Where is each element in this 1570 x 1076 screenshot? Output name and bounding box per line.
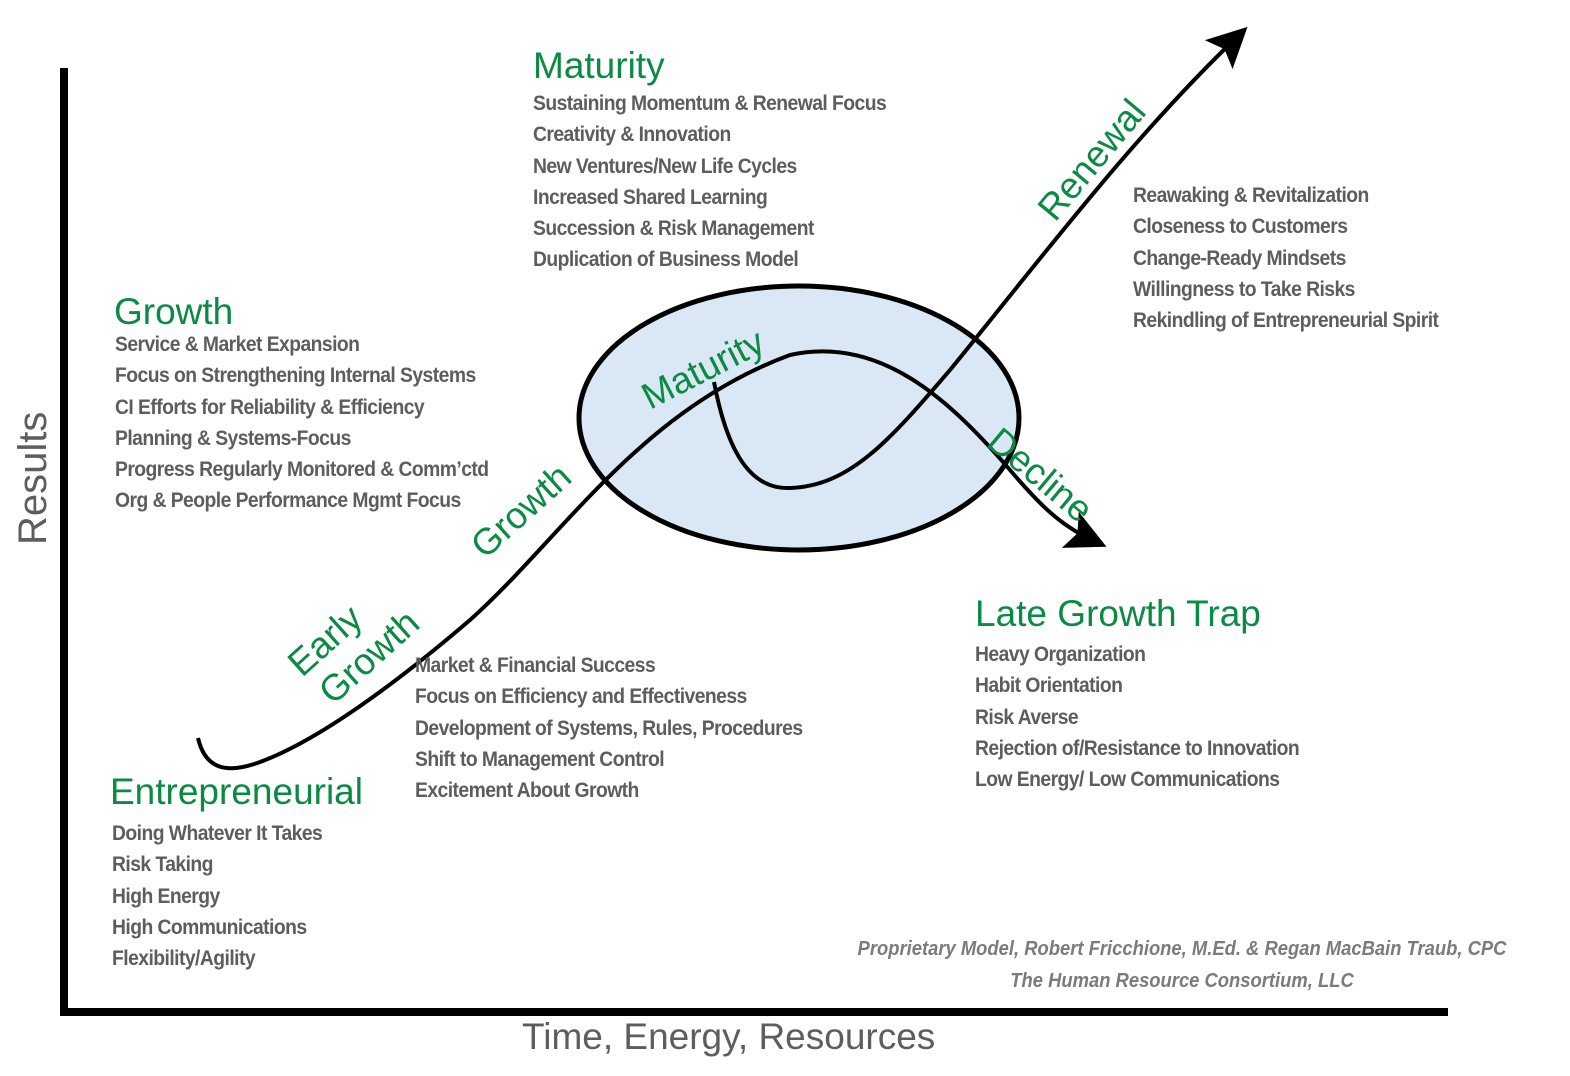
- credit-line-1: Proprietary Model, Robert Fricchione, M.…: [857, 938, 1507, 960]
- list-item: Org & People Performance Mgmt Focus: [115, 489, 461, 513]
- credit-line-2: The Human Resource Consortium, LLC: [1010, 970, 1354, 992]
- list-item: Succession & Risk Management: [533, 217, 814, 241]
- x-axis-label: Time, Energy, Resources: [522, 1016, 936, 1057]
- list-item: Doing Whatever It Takes: [112, 822, 323, 845]
- list-item: Willingness to Take Risks: [1133, 277, 1355, 301]
- list-item: Excitement About Growth: [415, 779, 639, 803]
- list-item: Habit Orientation: [975, 674, 1123, 698]
- list-item: New Ventures/New Life Cycles: [533, 154, 797, 178]
- list-item: CI Efforts for Reliability & Efficiency: [115, 395, 425, 419]
- list-item: Risk Taking: [112, 853, 213, 877]
- list-item: Heavy Organization: [975, 643, 1146, 666]
- maturity-oval: [576, 283, 1022, 553]
- list-item: Rejection of/Resistance to Innovation: [975, 736, 1300, 760]
- list-item: Duplication of Business Model: [533, 248, 799, 272]
- maturity-list: Sustaining Momentum & Renewal Focus Crea…: [533, 88, 917, 276]
- y-axis-label: Results: [11, 412, 55, 545]
- growth-list: Service & Market Expansion Focus on Stre…: [115, 329, 521, 517]
- list-item: Flexibility/Agility: [112, 947, 256, 971]
- early-growth-list: Market & Financial Success Focus on Effi…: [415, 650, 836, 806]
- late-growth-trap-heading: Late Growth Trap: [975, 593, 1261, 634]
- list-item: Focus on Strengthening Internal Systems: [115, 364, 476, 388]
- list-item: High Energy: [112, 884, 220, 908]
- list-item: Shift to Management Control: [415, 747, 665, 771]
- list-item: Service & Market Expansion: [115, 333, 360, 356]
- list-item: Development of Systems, Rules, Procedure…: [415, 716, 803, 740]
- list-item: Market & Financial Success: [415, 654, 656, 677]
- renewal-curve: [712, 26, 1248, 491]
- growth-heading: Growth: [114, 291, 234, 332]
- list-item: Low Energy/ Low Communications: [975, 768, 1280, 792]
- list-item: High Communications: [112, 915, 307, 939]
- list-item: Change-Ready Mindsets: [1133, 246, 1346, 270]
- list-item: Rekindling of Entrepreneurial Spirit: [1133, 309, 1439, 333]
- list-item: Progress Regularly Monitored & Comm’ctd: [115, 458, 489, 482]
- list-item: Reawaking & Revitalization: [1133, 184, 1369, 207]
- list-item: Planning & Systems-Focus: [115, 426, 351, 450]
- maturity-heading: Maturity: [533, 45, 665, 86]
- entrepreneurial-list: Doing Whatever It Takes Risk Taking High…: [112, 818, 341, 974]
- list-item: Sustaining Momentum & Renewal Focus: [533, 92, 887, 115]
- list-item: Closeness to Customers: [1133, 215, 1348, 239]
- late-growth-trap-list: Heavy Organization Habit Orientation Ris…: [975, 639, 1327, 795]
- list-item: Creativity & Innovation: [533, 123, 731, 147]
- entrepreneurial-heading: Entrepreneurial: [110, 771, 363, 812]
- life-cycle-curve: [196, 349, 1107, 771]
- list-item: Focus on Efficiency and Effectiveness: [415, 685, 747, 709]
- renewal-list: Reawaking & Revitalization Closeness to …: [1133, 180, 1465, 336]
- list-item: Increased Shared Learning: [533, 185, 768, 209]
- list-item: Risk Averse: [975, 705, 1079, 729]
